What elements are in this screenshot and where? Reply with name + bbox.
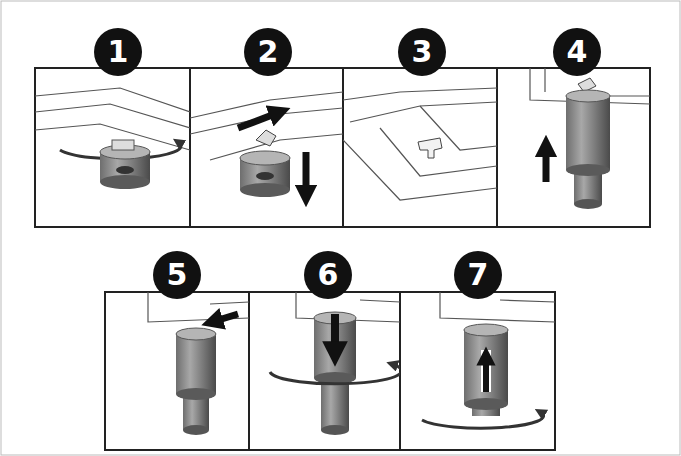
step-2-illustration (190, 92, 343, 197)
step-number: 3 (412, 37, 433, 67)
step-4-illustration (530, 68, 650, 209)
step-number-circle: 6 (304, 251, 352, 299)
step-number: 5 (167, 260, 188, 290)
step-number-circle: 2 (244, 28, 292, 76)
step-number-circle: 7 (454, 251, 502, 299)
step-number-circle: 4 (553, 28, 601, 76)
step-number-circle: 5 (153, 251, 201, 299)
step-7-illustration (422, 292, 555, 428)
step-number: 1 (108, 37, 129, 67)
step-number-circle: 1 (94, 28, 142, 76)
step-3-illustration (343, 88, 497, 200)
step-number: 7 (468, 260, 489, 290)
step-5-illustration (148, 292, 249, 435)
step-1-illustration (35, 88, 190, 189)
step-number: 2 (258, 37, 279, 67)
step-number: 4 (567, 37, 588, 67)
step-number: 6 (318, 260, 339, 290)
step-6-illustration (270, 292, 400, 435)
step-number-circle: 3 (398, 28, 446, 76)
